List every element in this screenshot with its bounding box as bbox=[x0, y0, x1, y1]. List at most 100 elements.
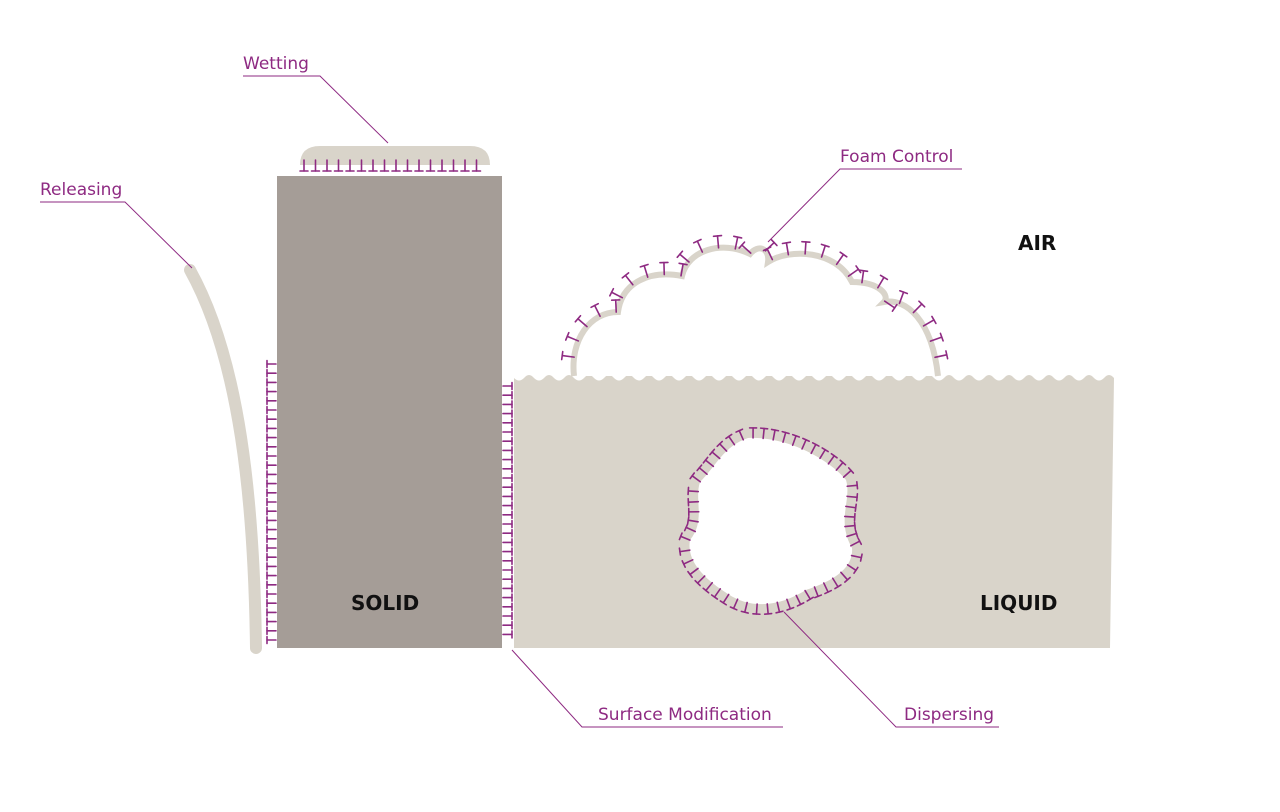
surface-modification-mark bbox=[502, 547, 513, 556]
foam-control-mark bbox=[847, 265, 862, 277]
dispersing-mark bbox=[846, 529, 859, 538]
dispersing-mark bbox=[687, 486, 700, 496]
surface-modification-mark bbox=[502, 418, 513, 428]
dispersing-mark bbox=[763, 603, 773, 615]
releasing-mark bbox=[266, 387, 277, 396]
dispersing-mark bbox=[709, 448, 721, 460]
foam-control-mark bbox=[835, 251, 848, 266]
dispersing-mark bbox=[846, 493, 859, 502]
dispersing-surfactant-marks bbox=[678, 427, 863, 616]
releasing-mark bbox=[266, 378, 277, 387]
dispersing-mark bbox=[840, 571, 851, 583]
solid-label: SOLID bbox=[351, 591, 419, 615]
wetting-mark bbox=[379, 159, 390, 172]
dispersing-mark bbox=[849, 537, 863, 547]
wetting-mark bbox=[402, 159, 413, 172]
dispersed-particle bbox=[689, 437, 853, 605]
foam-control-mark bbox=[762, 246, 774, 261]
foam-control-mark bbox=[732, 235, 743, 250]
dispersing-mark bbox=[810, 442, 820, 455]
wetting-mark bbox=[471, 159, 482, 172]
surface-modification-label: Surface Modification bbox=[598, 705, 772, 725]
dispersing-mark bbox=[804, 589, 815, 602]
surface-modification-mark bbox=[502, 473, 513, 483]
wetting-label: Wetting bbox=[243, 54, 309, 74]
dispersing-mark bbox=[844, 521, 857, 530]
releasing-mark bbox=[266, 488, 277, 498]
wetting-mark bbox=[333, 159, 344, 172]
surface-modification-mark bbox=[502, 602, 513, 612]
releasing-mark bbox=[266, 433, 277, 442]
foam-control-mark bbox=[877, 274, 889, 289]
dispersing-mark bbox=[819, 447, 829, 460]
dispersing-mark bbox=[846, 480, 859, 490]
wetting-mark bbox=[437, 159, 447, 172]
wetting-droplet bbox=[300, 146, 490, 165]
surface-modification-mark bbox=[502, 538, 513, 547]
surface-modification-mark bbox=[502, 427, 513, 437]
surface-modification-mark bbox=[502, 620, 513, 630]
surface-modification-mark bbox=[502, 593, 513, 602]
liquid-label: LIQUID bbox=[980, 591, 1057, 615]
dispersing-mark bbox=[831, 577, 842, 590]
dispersing-mark bbox=[725, 433, 736, 446]
foam-control-mark bbox=[676, 250, 690, 263]
dispersing-mark bbox=[694, 575, 706, 587]
dispersing-mark bbox=[842, 467, 855, 478]
surface-modification-mark bbox=[502, 611, 513, 621]
surface-modification-mark bbox=[502, 482, 513, 492]
releasing-mark bbox=[266, 460, 277, 470]
dispersing-mark bbox=[687, 507, 700, 517]
releasing-mark bbox=[266, 451, 277, 461]
surface-modification-mark bbox=[502, 501, 513, 510]
releasing-mark bbox=[266, 543, 277, 553]
surface-modification-leader bbox=[511, 649, 783, 728]
dispersing-mark bbox=[735, 428, 745, 441]
foam-control-mark bbox=[610, 299, 621, 313]
releasing-mark bbox=[266, 534, 277, 544]
wetting-mark bbox=[299, 159, 309, 172]
dispersing-mark bbox=[681, 559, 694, 568]
foam-control-mark bbox=[560, 350, 575, 361]
dispersing-mark bbox=[678, 547, 691, 556]
foam-control-mark bbox=[781, 241, 792, 256]
releasing-surfactant-marks bbox=[266, 359, 277, 645]
dispersing-mark bbox=[748, 427, 758, 439]
foam-control-mark bbox=[858, 269, 869, 284]
surface-modification-mark bbox=[502, 436, 513, 446]
dispersing-mark bbox=[752, 603, 761, 616]
foam-control-mark bbox=[883, 300, 898, 312]
dispersing-mark bbox=[729, 598, 739, 611]
surface-modification-mark bbox=[502, 510, 513, 520]
dispersing-mark bbox=[795, 594, 805, 607]
foam-control-mark bbox=[621, 272, 634, 286]
foam-control-mark bbox=[639, 263, 649, 278]
releasing-mark bbox=[266, 516, 277, 525]
foam-control-mark bbox=[574, 314, 588, 328]
foam-control-mark bbox=[692, 238, 704, 253]
dispersing-mark bbox=[687, 497, 700, 507]
foam-control-mark bbox=[801, 240, 811, 255]
solid-block bbox=[277, 176, 502, 648]
wetting-mark bbox=[322, 159, 332, 172]
surface-modification-mark bbox=[502, 464, 513, 474]
surface-modification-mark bbox=[502, 446, 513, 455]
surface-modification-mark bbox=[502, 556, 513, 566]
dispersing-mark bbox=[823, 582, 833, 595]
surface-modification-mark bbox=[502, 565, 513, 575]
releasing-mark bbox=[266, 571, 277, 580]
foam-control-mark bbox=[608, 287, 624, 299]
dispersing-mark bbox=[801, 437, 811, 450]
releasing-mark bbox=[266, 470, 277, 479]
wetting-mark bbox=[414, 159, 424, 172]
wetting-mark bbox=[310, 159, 321, 172]
releasing-leader bbox=[40, 201, 193, 269]
dispersing-mark bbox=[846, 563, 859, 575]
dispersing-leader bbox=[783, 611, 999, 728]
wetting-mark bbox=[391, 159, 401, 172]
releasing-mark bbox=[266, 617, 277, 626]
foam-control-mark bbox=[929, 332, 944, 342]
releasing-mark bbox=[266, 598, 277, 608]
dispersing-mark bbox=[786, 598, 795, 611]
dispersing-mark bbox=[696, 464, 708, 476]
